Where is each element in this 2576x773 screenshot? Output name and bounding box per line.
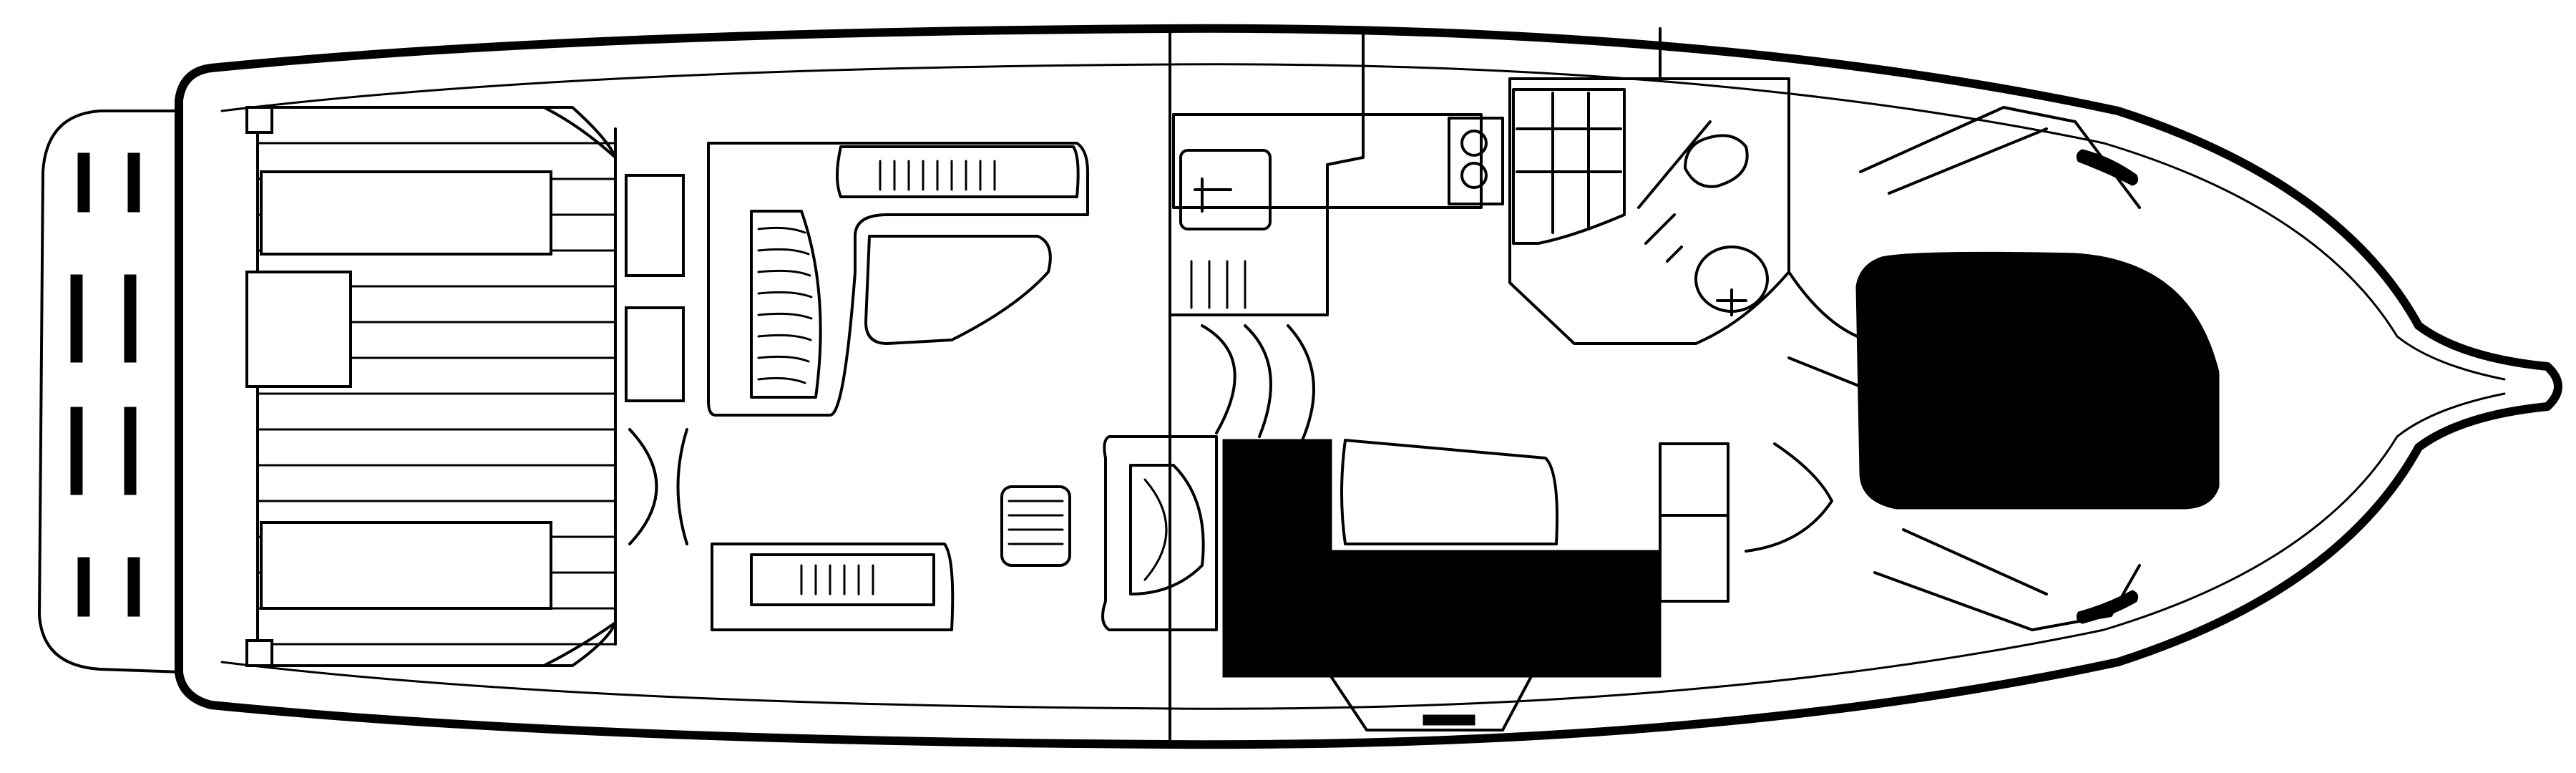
v-berth [1855, 251, 2220, 510]
cockpit-hatch-lower [260, 521, 552, 610]
galley-drawers [1190, 260, 1246, 309]
stove-burner-icon [1460, 162, 1488, 189]
lower-deck-access [1330, 439, 1558, 731]
bow-hatch-top [2076, 149, 2139, 186]
cockpit-hatch-side [245, 271, 352, 388]
cockpit-steps [625, 174, 685, 402]
head-compartment [1508, 77, 1790, 345]
cockpit-deck-planks [256, 142, 617, 646]
stove [1448, 117, 1504, 205]
salon-lower-cushion [750, 553, 935, 606]
hull-outline [175, 24, 2562, 749]
swim-platform-slots [70, 152, 140, 617]
helm-seat [1000, 485, 1071, 567]
galley-sink [1179, 149, 1272, 230]
salon [707, 142, 1218, 631]
forward-cabin [1659, 77, 2220, 631]
shower-grid [1516, 92, 1622, 234]
salon-table [864, 235, 1052, 345]
salon-chair-cushion [750, 210, 822, 399]
stove-burner-icon [1460, 130, 1488, 157]
bow-hatch-bottom [2076, 590, 2139, 624]
engine-hatch [1222, 439, 1662, 678]
salon-lower-settee [711, 543, 955, 631]
sink-faucet-icon [1194, 178, 1232, 213]
salon-settee [836, 145, 1080, 198]
cleat-top-left [245, 106, 273, 134]
cleat-bottom-left [245, 639, 273, 667]
head-toilet [1684, 134, 1749, 188]
cockpit-hatch-upper [260, 170, 552, 256]
swim-platform [38, 110, 205, 674]
helm-console [1101, 435, 1218, 631]
galley [1169, 27, 1504, 442]
head-sink-faucet-icon [1716, 288, 1747, 316]
cockpit [245, 106, 688, 667]
galley-steps [1201, 324, 1315, 442]
drain-slot [1423, 714, 1475, 726]
